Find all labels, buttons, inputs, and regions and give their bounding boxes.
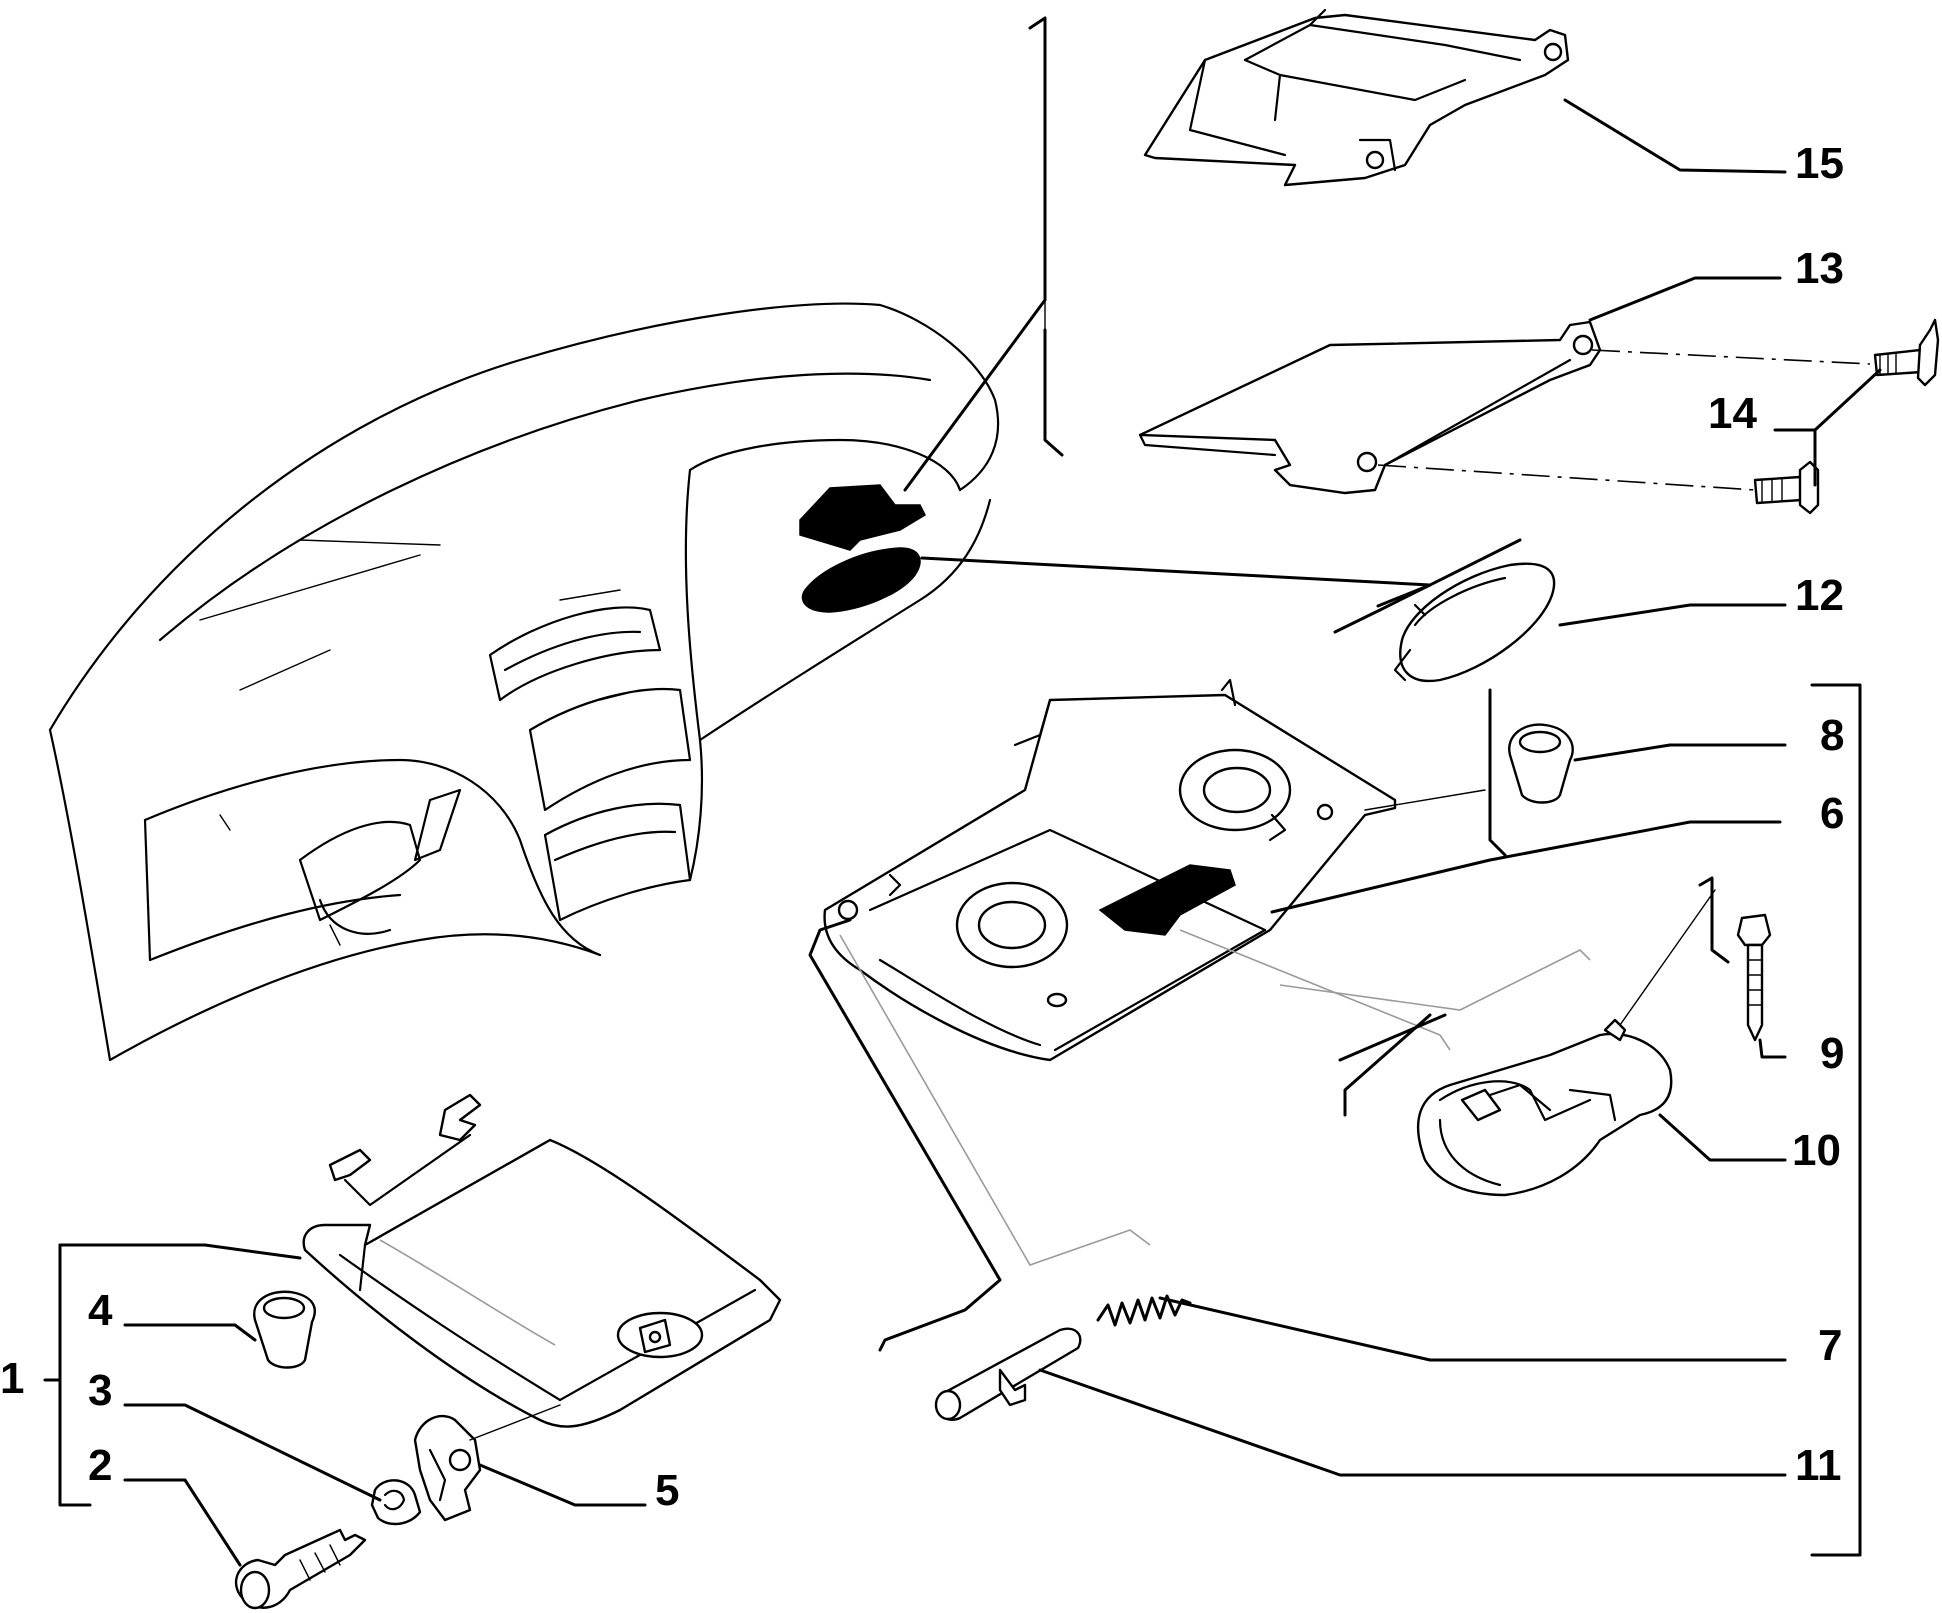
callout-13: 13 <box>1795 244 1844 293</box>
callout-2: 2 <box>88 1441 112 1490</box>
callout-11: 11 <box>1795 1441 1842 1490</box>
part-2-bolt <box>234 1528 367 1610</box>
part-14-screws <box>1753 318 1940 515</box>
assembly-bracket-lines <box>903 16 1064 492</box>
callout-9: 9 <box>1820 1029 1844 1078</box>
part-3-clip <box>370 1479 422 1526</box>
callout-3: 3 <box>88 1366 112 1415</box>
callout-14: 14 <box>1708 389 1757 438</box>
part-15-bracket <box>1143 8 1570 187</box>
callout-7: 7 <box>1818 1321 1842 1370</box>
part-12-oval-cover <box>1333 538 1556 683</box>
callout-10: 10 <box>1792 1126 1841 1175</box>
callout-4: 4 <box>88 1286 113 1335</box>
part-5-latch <box>413 1404 561 1522</box>
callout-15: 15 <box>1795 139 1844 188</box>
part-7-spring <box>1096 1294 1192 1327</box>
callout-5: 5 <box>655 1466 679 1515</box>
part-1-glovebox-lid <box>302 1093 782 1428</box>
part-6-glovebox-tray <box>823 678 1397 1062</box>
part-9-screw <box>1736 913 1772 1042</box>
callout-12: 12 <box>1795 571 1844 620</box>
leader-lines <box>43 98 1882 1567</box>
callout-1: 1 <box>0 1354 24 1403</box>
callout-6: 6 <box>1820 789 1844 838</box>
part-8-stopper <box>1364 688 1574 857</box>
part-11-hinge-pin <box>808 918 1082 1421</box>
reference-lines <box>839 929 1591 1266</box>
callout-numbers: 15 13 14 12 8 6 9 10 7 11 1 4 3 2 5 <box>0 139 1844 1515</box>
dashboard-outline <box>48 302 1000 1062</box>
part-10-lock <box>1417 876 1730 1197</box>
part-13-bracket <box>1138 320 1871 495</box>
part-4-stopper <box>253 1290 316 1369</box>
callout-8: 8 <box>1820 711 1844 760</box>
